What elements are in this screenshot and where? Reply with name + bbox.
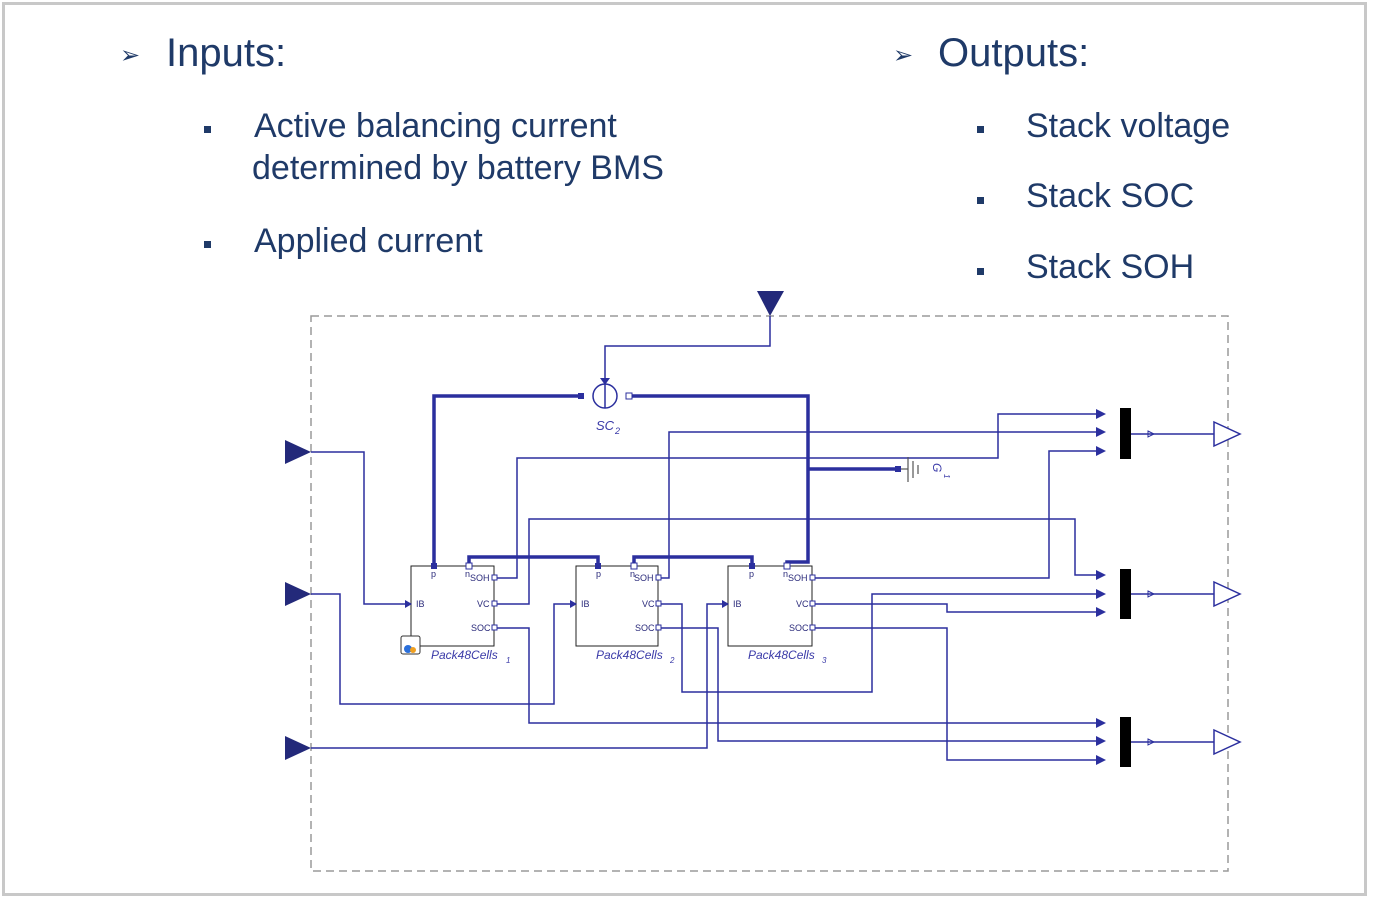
pack2-pin-n: n [630, 569, 635, 579]
pack1-pin-soh: SOH [470, 573, 490, 583]
current-source-sub: 2 [614, 426, 620, 436]
ground-g1-icon [895, 457, 919, 482]
mux-bar-2 [1120, 569, 1131, 619]
input-item-1-line-1: Active balancing current [254, 107, 617, 145]
pack-block-1: p n SOH VC SOC IB [400, 562, 498, 655]
output-bullet-2-icon [977, 197, 984, 204]
ground-label: G [930, 463, 944, 472]
pack3-pin-vc: VC [796, 599, 809, 609]
wire-pack2-n-pack3-p [632, 555, 754, 566]
wire-pack2-soh [658, 431, 1100, 579]
pack3-pin-p: p [749, 569, 754, 579]
pack1-pin-n: n [465, 569, 470, 579]
inputs-heading: Inputs: [166, 31, 287, 75]
left-input-port-2-icon [285, 582, 311, 606]
wire-input3-ib3 [311, 603, 727, 749]
output-item-stack-soc: Stack SOC [1026, 177, 1195, 215]
output-port-1-icon [1213, 420, 1242, 448]
wire-pack3-soc [812, 627, 1100, 761]
pack2-sub: 2 [669, 656, 675, 665]
outputs-heading: Outputs: [938, 31, 1090, 75]
top-input-port-icon [757, 291, 784, 316]
left-input-port-1-icon [285, 440, 311, 464]
pack-block-2: p n SOH VC SOC IB [570, 562, 662, 647]
pack-block-3: p n SOH VC SOC IB [722, 562, 816, 647]
input-item-2: Applied current [254, 222, 483, 260]
pack2-pin-soc: SOC [635, 623, 655, 633]
output-bullet-1-icon [977, 126, 984, 133]
pack1-label: Pack48Cells [431, 648, 498, 662]
pack2-pin-p: p [596, 569, 601, 579]
mux-bar-1 [1120, 408, 1131, 459]
pack2-pin-ib: IB [581, 599, 590, 609]
pack2-label: Pack48Cells [596, 648, 663, 662]
outputs-arrow-bullet-icon: ➢ [893, 42, 914, 69]
wire-pack3-vc [812, 603, 1100, 613]
script-icon [400, 635, 421, 655]
wire-pack1-soc [494, 627, 1100, 724]
wire-pack2-vc [658, 593, 1100, 693]
pack1-pin-soc: SOC [471, 623, 491, 633]
pack3-pin-soc: SOC [789, 623, 809, 633]
wire-pack2-soc [658, 627, 1100, 742]
pack2-pin-soh: SOH [634, 573, 654, 583]
left-input-port-3-icon [285, 736, 311, 760]
pack3-pin-n: n [783, 569, 788, 579]
output-item-stack-voltage: Stack voltage [1026, 107, 1231, 145]
inputs-arrow-bullet-icon: ➢ [120, 42, 141, 69]
output-port-3-icon [1213, 728, 1242, 756]
output-port-2-icon [1213, 580, 1242, 608]
pack1-sub: 1 [506, 656, 510, 665]
pack1-pin-vc: VC [477, 599, 490, 609]
mux-bar-3 [1120, 717, 1131, 767]
pack2-pin-vc: VC [642, 599, 655, 609]
wire-pack1-soh [494, 413, 1100, 579]
input-bullet-1-icon [204, 126, 211, 133]
pack3-label: Pack48Cells [748, 648, 815, 662]
current-source-label: SC [596, 418, 615, 433]
wire-pack1-vc [494, 518, 1100, 605]
wire-top-input [604, 316, 771, 384]
pack3-pin-ib: IB [733, 599, 742, 609]
pack3-pin-soh: SOH [788, 573, 808, 583]
output-item-stack-soh: Stack SOH [1026, 248, 1195, 286]
pack1-pin-ib: IB [416, 599, 425, 609]
input-item-1-line-2: determined by battery BMS [252, 149, 664, 187]
wire-source-left [432, 394, 582, 566]
wire-input2-ib2 [311, 593, 575, 705]
wire-pack1-n-pack2-p [467, 555, 600, 566]
current-source-sc2-icon [578, 378, 633, 409]
wire-input1-ib1 [311, 451, 410, 605]
pack1-pin-p: p [431, 569, 436, 579]
input-bullet-2-icon [204, 241, 211, 248]
wire-source-right [630, 394, 810, 566]
pack3-sub: 3 [822, 656, 827, 665]
ground-sub: 1 [942, 474, 951, 478]
output-bullet-3-icon [977, 268, 984, 275]
wire-pack3-soh [812, 450, 1100, 579]
